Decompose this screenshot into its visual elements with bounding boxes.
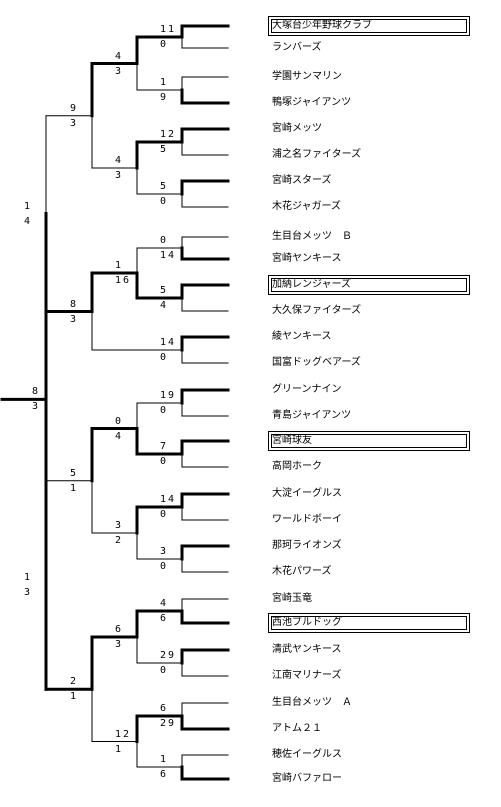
team-name: 生目台メッツ Ａ [272, 697, 352, 708]
team-name: 生目台メッツ Ｂ [272, 231, 352, 242]
team-name: 宮崎スターズ [272, 175, 332, 186]
team-name: 宮崎ヤンキース [272, 253, 342, 264]
match-r2-6-score-top: 6 [115, 624, 124, 635]
match-r1-3-score-bottom: 5 [160, 144, 169, 155]
team-name: ワールドボーイ [272, 514, 342, 525]
match-r1-5-score-top: 0 [160, 235, 169, 246]
match-r1-9-score-bottom: 0 [160, 456, 169, 467]
team-name: ランバーズ [272, 42, 322, 53]
match-r2-7-score-top: 12 [115, 728, 132, 740]
team-name: 国富ドッグベアーズ [272, 357, 361, 368]
match-r1-2-score-top: 1 [160, 77, 169, 88]
team-name: 西池ブルドッグ [272, 617, 342, 628]
match-r2-4-score-bottom: 4 [115, 430, 124, 442]
match-r1-10-score-bottom: 0 [160, 509, 169, 520]
final-score-top: 8 [32, 386, 41, 398]
highlight-box [268, 16, 470, 36]
match-r1-4-score-top: 5 [160, 181, 169, 192]
match-r3-2-score-bottom: 3 [70, 313, 79, 325]
match-semifinal-2-score-bottom: 3 [24, 587, 33, 598]
match-semifinal-2-score-top: 1 [24, 572, 33, 583]
highlight-box [268, 431, 470, 451]
match-r1-4-score-bottom: 0 [160, 196, 169, 207]
team-name: 鴨塚ジャイアンツ [272, 97, 352, 108]
match-r1-11-score-bottom: 0 [160, 561, 169, 572]
match-r1-8-score-bottom: 0 [160, 405, 169, 416]
match-r2-5-score-top: 3 [115, 520, 124, 531]
team-name: 大淀イーグルス [272, 488, 342, 499]
match-r2-7-score-bottom: 1 [115, 743, 124, 755]
match-r3-3-score-bottom: 1 [70, 482, 79, 494]
match-r1-11-score-top: 3 [160, 546, 169, 557]
team-name: 宮崎球友 [272, 435, 312, 446]
match-r1-15-score-bottom: 6 [160, 769, 169, 780]
match-r2-3-score-top: 1 [115, 260, 124, 271]
team-name: 宮崎メッツ [272, 123, 322, 134]
team-name: 江南マリナーズ [272, 670, 342, 681]
match-r1-14-score-top: 6 [160, 703, 169, 714]
team-name: 穂佐イーグルス [272, 749, 342, 760]
team-name: 学園サンマリン [272, 71, 342, 82]
match-r1-7-score-top: 14 [160, 337, 177, 348]
match-r2-6-score-bottom: 3 [115, 639, 124, 650]
match-semifinal-1-score-bottom: 4 [24, 215, 33, 227]
team-name: アトム２１ [272, 723, 322, 734]
match-r1-13-score-bottom: 0 [160, 665, 169, 676]
final-score-bottom: 3 [32, 401, 41, 413]
match-r1-12-score-bottom: 6 [160, 613, 169, 624]
match-r1-6-score-bottom: 4 [160, 300, 169, 311]
team-name: 清武ヤンキース [272, 644, 342, 655]
team-name: 加納レンジャーズ [272, 279, 351, 290]
highlight-box [268, 275, 470, 295]
match-r2-2-score-bottom: 3 [115, 170, 124, 181]
match-r2-5-score-bottom: 2 [115, 535, 124, 546]
match-r3-2-score-top: 8 [70, 298, 79, 310]
match-r1-7-score-bottom: 0 [160, 352, 169, 363]
team-name: 宮崎バファロー [272, 773, 342, 784]
match-r2-1-score-top: 4 [115, 50, 124, 62]
match-semifinal-1-score-top: 1 [24, 200, 33, 212]
match-r2-3-score-bottom: 16 [115, 275, 132, 286]
team-name: 大塚台少年野球クラブ [272, 20, 372, 31]
match-r1-12-score-top: 4 [160, 598, 169, 609]
match-r1-13-score-top: 29 [160, 650, 177, 661]
match-r3-1-score-bottom: 3 [70, 117, 79, 129]
match-r2-1-score-bottom: 3 [115, 65, 124, 77]
match-r3-4-score-bottom: 1 [70, 691, 79, 703]
match-r1-2-score-bottom: 9 [160, 92, 169, 103]
match-r1-1-score-top: 11 [160, 24, 177, 35]
match-r3-1-score-top: 9 [70, 102, 79, 114]
team-name: 高岡ホーク [272, 461, 322, 472]
team-name: 綾ヤンキース [272, 331, 332, 342]
match-r1-9-score-top: 7 [160, 441, 169, 452]
highlight-box [268, 613, 470, 633]
match-r1-14-score-bottom: 29 [160, 718, 177, 729]
match-r1-5-score-bottom: 14 [160, 250, 177, 261]
team-name: 木花ジャガーズ [272, 201, 341, 212]
team-name: 木花パワーズ [272, 566, 332, 577]
match-r3-4-score-top: 2 [70, 676, 79, 688]
team-name: 大久保ファイターズ [272, 305, 362, 316]
team-name: 浦之名ファイターズ [272, 149, 362, 160]
team-name: 青島ジャイアンツ [272, 410, 352, 421]
match-r1-6-score-top: 5 [160, 285, 169, 296]
match-r1-10-score-top: 14 [160, 494, 177, 505]
team-name: 那珂ライオンズ [272, 540, 342, 551]
match-r1-15-score-top: 1 [160, 754, 169, 765]
match-r1-8-score-top: 19 [160, 390, 177, 401]
match-r2-2-score-top: 4 [115, 155, 124, 166]
match-r2-4-score-top: 0 [115, 415, 124, 427]
match-r3-3-score-top: 5 [70, 467, 79, 479]
match-r1-3-score-top: 12 [160, 129, 177, 140]
match-r1-1-score-bottom: 0 [160, 39, 169, 50]
team-name: 宮崎玉竜 [272, 593, 312, 604]
team-name: グリーンナイン [272, 384, 342, 395]
